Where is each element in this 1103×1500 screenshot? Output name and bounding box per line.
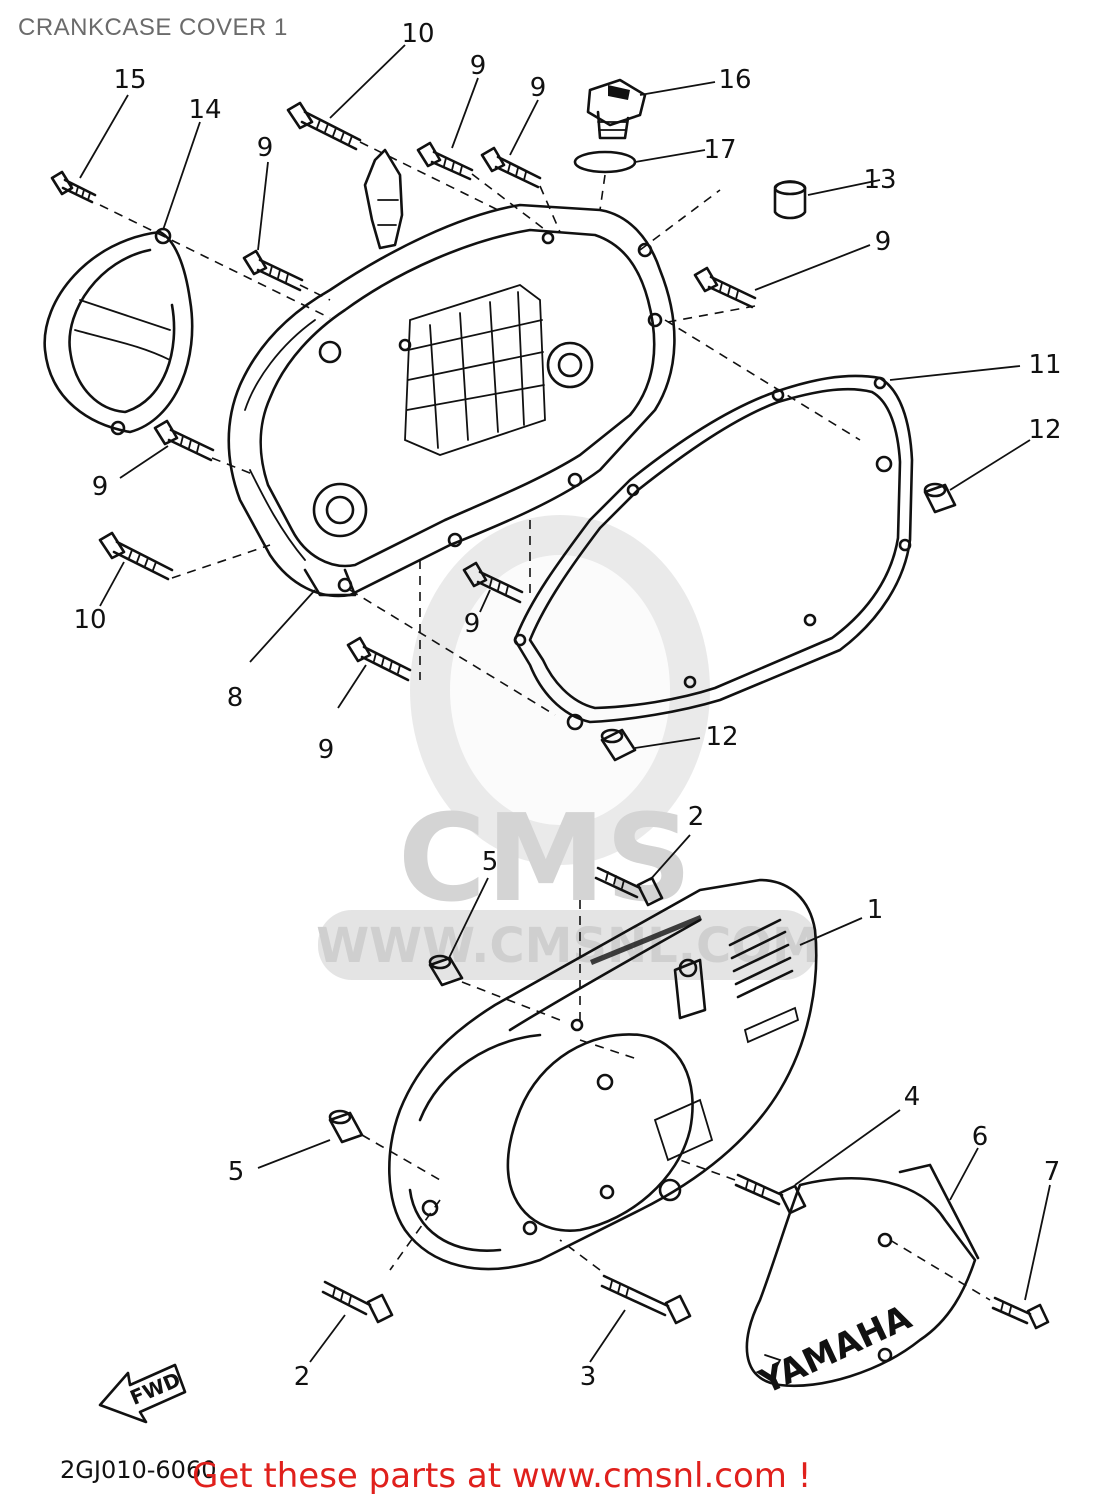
breather-bracket (363, 148, 404, 250)
part-12-dowel-upper (923, 482, 957, 514)
promo-link[interactable]: Get these parts at www.cmsnl.com ! (192, 1456, 812, 1496)
callout-5-upper: 5 (482, 847, 499, 877)
bolt-2-lower (321, 1280, 394, 1324)
callout-9-f: 9 (464, 609, 481, 639)
diagram-code: 2GJ010-6060 (60, 1456, 217, 1484)
part-5-collar-upper (428, 954, 464, 987)
part-8-crankcase-cover (227, 203, 676, 598)
callout-10-upper: 10 (401, 19, 434, 49)
callout-5-lower: 5 (228, 1157, 245, 1187)
callout-7: 7 (1044, 1157, 1061, 1187)
assembly-lines-upper (99, 141, 861, 1030)
bolt-3 (600, 1274, 692, 1325)
callout-11: 11 (1028, 350, 1061, 380)
watermark-logo: CMS (398, 790, 692, 929)
bolt-9-f (462, 561, 524, 604)
callout-12-lower: 12 (705, 722, 738, 752)
bolt-2-upper (594, 866, 664, 907)
callout-9-b: 9 (530, 73, 547, 103)
callout-9-c: 9 (257, 133, 274, 163)
bolt-9-c (242, 249, 304, 292)
callout-9-d: 9 (875, 227, 892, 257)
callout-12-upper: 12 (1028, 415, 1061, 445)
callout-16: 16 (718, 65, 751, 95)
callout-14: 14 (188, 95, 221, 125)
part-6-yamaha-cover: YAMAHA (745, 1163, 980, 1403)
leader-lines (79, 44, 1051, 1363)
bolt-9-g (346, 636, 412, 682)
part-1-crankcase-cover (388, 878, 818, 1271)
callout-6: 6 (972, 1122, 989, 1152)
part-14-cover (43, 227, 194, 436)
bolt-9-a (416, 141, 474, 181)
callout-13: 13 (863, 165, 896, 195)
part-13-plug (773, 180, 807, 220)
bolt-7 (991, 1296, 1050, 1330)
callout-3: 3 (580, 1362, 597, 1392)
callout-9-g: 9 (318, 735, 335, 765)
bolt-10-upper (286, 101, 362, 151)
assembly-lines-lower (361, 981, 991, 1301)
watermark: CMS WWW.CMSNL.COM (316, 515, 820, 980)
part-5-collar-lower (328, 1109, 364, 1144)
callout-2-lower: 2 (294, 1362, 311, 1392)
bolt-9-b (480, 146, 542, 189)
callout-1: 1 (867, 895, 884, 925)
callout-9-e: 9 (92, 472, 109, 502)
bolt-15 (50, 170, 97, 204)
callout-2-upper: 2 (688, 802, 705, 832)
callout-9-a: 9 (470, 51, 487, 81)
callouts: 15 14 10 9 9 9 16 17 13 9 11 12 9 10 9 8… (73, 19, 1061, 1392)
fwd-direction-arrow: FWD (98, 1363, 187, 1424)
callout-10-lower: 10 (73, 605, 106, 635)
part-17-o-ring (573, 150, 637, 174)
page-title: CRANKCASE COVER 1 (18, 14, 288, 41)
part-16-filler-cap (586, 78, 647, 140)
callout-4: 4 (904, 1082, 921, 1112)
callout-15: 15 (113, 65, 146, 95)
bolt-4 (734, 1173, 807, 1215)
yamaha-logo: YAMAHA (752, 1297, 918, 1403)
callout-8: 8 (227, 683, 244, 713)
callout-17: 17 (703, 135, 736, 165)
bolt-9-e (153, 419, 215, 462)
part-11-gasket (513, 374, 914, 731)
part-12-dowel-lower (600, 728, 637, 762)
bolt-9-d (693, 266, 757, 309)
bolt-10-lower (98, 531, 174, 581)
